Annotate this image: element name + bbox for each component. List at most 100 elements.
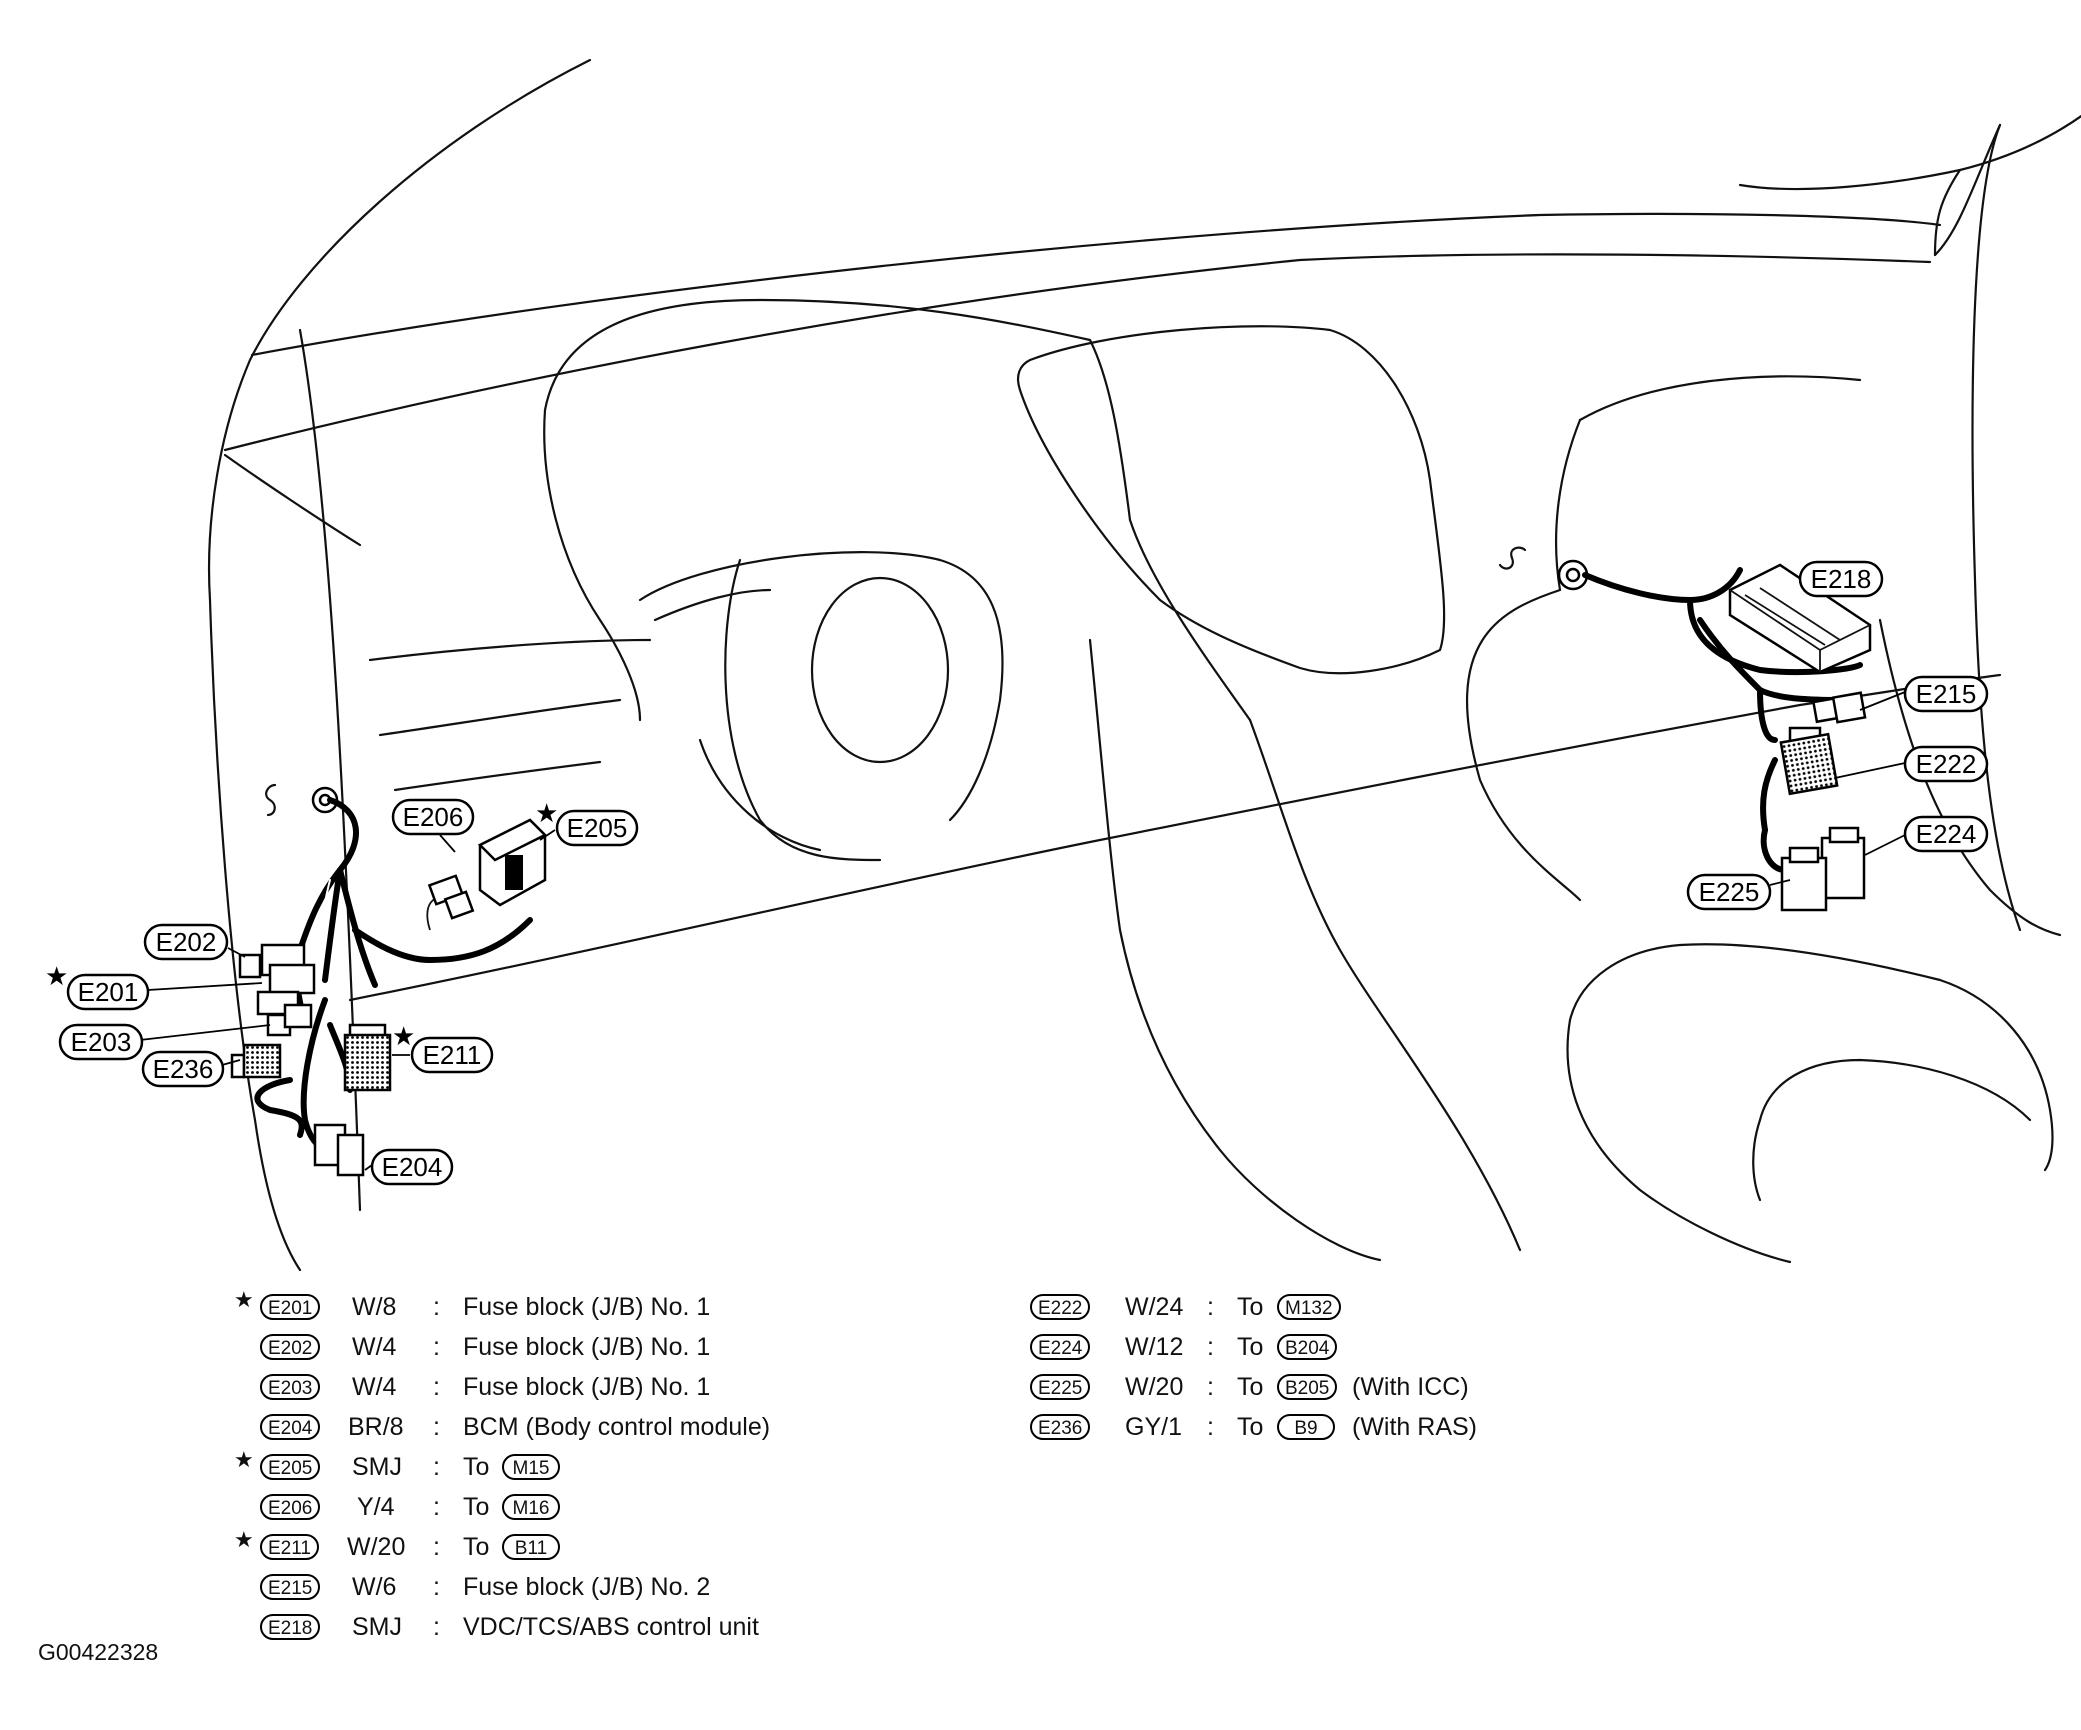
svg-text:E225: E225 [1699, 877, 1760, 907]
connector-id-badge: E204 [260, 1414, 321, 1440]
connector-id-badge: E211 [260, 1534, 319, 1560]
star-e205: ★ [535, 799, 558, 829]
star-e211: ★ [392, 1022, 415, 1052]
connector-id-badge: E224 [1030, 1334, 1091, 1360]
to-label: To [1237, 1413, 1264, 1441]
svg-text:E202: E202 [156, 927, 217, 957]
to-label: To [1237, 1333, 1264, 1361]
right-connectors [1728, 563, 1872, 912]
connector-type: W/6 [352, 1573, 397, 1601]
connector-description: Fuse block (J/B) No. 2 [463, 1573, 711, 1601]
legend-left: ★ E201 W/8 : Fuse block (J/B) No. 1 E202… [230, 1287, 1030, 1657]
callout-e222: E222 [1903, 745, 1989, 783]
separator: : [433, 1333, 440, 1361]
svg-text:E203: E203 [71, 1027, 132, 1057]
connector-note: (With RAS) [1352, 1413, 1477, 1441]
separator: : [433, 1453, 440, 1481]
to-label: To [463, 1453, 490, 1481]
right-harness [1498, 546, 1863, 873]
connector-type: BR/8 [348, 1413, 404, 1441]
connector-id-badge: E222 [1030, 1294, 1091, 1320]
separator: : [433, 1573, 440, 1601]
star-marker: ★ [234, 1448, 254, 1473]
callout-e224: E224 [1903, 815, 1989, 853]
separator: : [433, 1493, 440, 1521]
destination-badge: B204 [1277, 1334, 1338, 1360]
svg-text:E215: E215 [1916, 679, 1977, 709]
to-label: To [463, 1533, 490, 1561]
left-connectors [230, 818, 548, 1177]
connector-type: GY/1 [1125, 1413, 1182, 1441]
callout-e215: E215 [1903, 675, 1989, 713]
separator: : [1207, 1293, 1214, 1321]
connector-type: W/4 [352, 1373, 397, 1401]
svg-text:E236: E236 [153, 1054, 214, 1084]
destination-badge: M132 [1277, 1294, 1341, 1320]
leader-lines [139, 579, 1906, 1171]
connector-id-badge: E215 [260, 1574, 321, 1600]
separator: : [433, 1613, 440, 1641]
connector-type: Y/4 [357, 1493, 395, 1521]
connector-description: VDC/TCS/ABS control unit [463, 1613, 759, 1641]
connector-description: BCM (Body control module) [463, 1413, 771, 1441]
svg-text:E222: E222 [1916, 749, 1977, 779]
separator: : [433, 1413, 440, 1441]
connector-type: W/20 [1125, 1373, 1184, 1401]
destination-badge: B9 [1277, 1414, 1335, 1440]
destination-badge: B11 [502, 1534, 560, 1560]
connector-description: Fuse block (J/B) No. 1 [463, 1373, 711, 1401]
callout-e225: E225 [1686, 873, 1772, 911]
svg-text:E204: E204 [382, 1152, 443, 1182]
svg-text:E205: E205 [567, 813, 628, 843]
separator: : [433, 1533, 440, 1561]
callout-e201: E201 [66, 973, 150, 1011]
connector-id-badge: E206 [260, 1494, 321, 1520]
separator: : [433, 1293, 440, 1321]
connector-id-badge: E236 [1030, 1414, 1091, 1440]
connector-type: SMJ [352, 1613, 402, 1641]
separator: : [1207, 1413, 1214, 1441]
star-e201: ★ [45, 962, 68, 992]
to-label: To [463, 1493, 490, 1521]
separator: : [433, 1373, 440, 1401]
star-marker: ★ [234, 1528, 254, 1553]
connector-type: W/20 [347, 1533, 406, 1561]
connector-id-badge: E203 [260, 1374, 321, 1400]
callout-e202: E202 [143, 923, 229, 961]
connector-type: W/12 [1125, 1333, 1184, 1361]
to-label: To [1237, 1293, 1264, 1321]
connector-description: Fuse block (J/B) No. 1 [463, 1293, 711, 1321]
to-label: To [1237, 1373, 1264, 1401]
callout-e211: E211 [410, 1036, 494, 1074]
svg-text:E211: E211 [423, 1040, 482, 1070]
callout-e236: E236 [141, 1050, 225, 1088]
connector-type: W/8 [352, 1293, 397, 1321]
connector-description: Fuse block (J/B) No. 1 [463, 1333, 711, 1361]
connector-id-badge: E205 [260, 1454, 321, 1480]
connector-id-badge: E202 [260, 1334, 321, 1360]
connector-type: W/24 [1125, 1293, 1184, 1321]
connector-type: SMJ [352, 1453, 402, 1481]
callout-e205: E205 [555, 809, 639, 847]
callout-e204: E204 [370, 1148, 454, 1186]
connector-id-badge: E218 [260, 1614, 321, 1640]
callout-e206: E206 [391, 798, 475, 836]
destination-badge: M15 [502, 1454, 560, 1480]
svg-text:E201: E201 [78, 977, 139, 1007]
connector-id-badge: E225 [1030, 1374, 1091, 1400]
connector-type: W/4 [352, 1333, 397, 1361]
legend-right: E222 W/24 : To M132 E224 W/12 : To B204 … [1030, 1287, 1730, 1457]
star-marker: ★ [234, 1288, 254, 1313]
destination-badge: B205 [1277, 1374, 1338, 1400]
separator: : [1207, 1373, 1214, 1401]
separator: : [1207, 1333, 1214, 1361]
svg-text:E218: E218 [1811, 564, 1872, 594]
connector-id-badge: E201 [260, 1294, 321, 1320]
dashboard-outline [207, 58, 2081, 1272]
svg-text:E224: E224 [1916, 819, 1977, 849]
connector-note: (With ICC) [1352, 1373, 1469, 1401]
callout-e203: E203 [58, 1023, 144, 1061]
callout-e218: E218 [1798, 560, 1884, 598]
svg-text:E206: E206 [403, 802, 464, 832]
